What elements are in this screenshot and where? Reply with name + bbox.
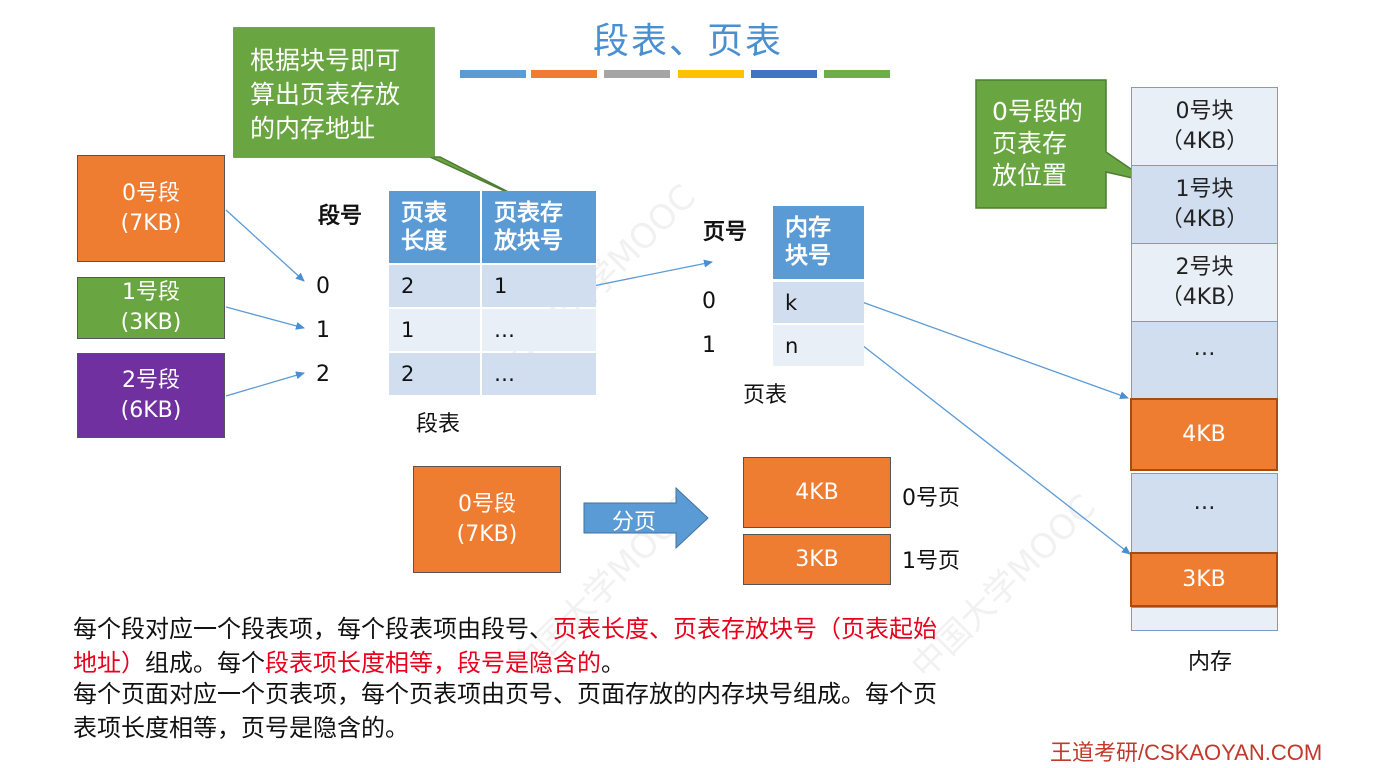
memory-block-2: 2号块（4KB） [1131,243,1278,321]
page-number-label: 页号 [703,220,748,245]
color-bar [604,70,670,78]
page-table-cell: k [773,282,864,323]
page-index-1: 1 [702,333,716,358]
segment-2: 2号段(6KB) [77,353,225,438]
segment-0: 0号段(7KB) [77,155,225,262]
footer-brand: 王道考研/CSKAOYAN.COM [1050,740,1323,765]
page-0-label: 0号页 [902,486,960,511]
description-paragraph-2: 每个页面对应一个页表项，每个页表项由页号、页面存放的内存块号组成。每个页 表项长… [73,680,937,742]
memory-caption: 内存 [1188,650,1233,675]
memory-tail [1131,607,1278,631]
memory-ellipsis-2: … [1131,473,1278,553]
color-bar [460,70,526,78]
color-bar [531,70,597,78]
segment-table-cell: 1 [389,309,480,351]
color-bar [751,70,817,78]
segment-index-2: 2 [316,362,330,387]
segment-index-0: 0 [316,274,330,299]
color-bar [824,70,890,78]
paging-arrow-label: 分页 [612,510,657,535]
segment-1: 1号段(3KB) [77,277,225,339]
paging-segment: 0号段(7KB) [413,466,561,573]
page-table-header: 内存块号 [773,206,864,279]
arrow-table-to-pagetable [587,259,713,288]
memory-page-1: 3KB [1130,552,1278,607]
arrow-seg2 [225,371,305,397]
page-0-block: 4KB [743,457,891,528]
memory-block-1: 1号块（4KB） [1131,165,1278,243]
segment-table-cell: 1 [482,265,596,307]
memory-block-0: 0号块（4KB） [1131,87,1278,165]
segment-index-1: 1 [316,318,330,343]
segment-table-cell: … [482,309,596,351]
paging-arrow-shape [583,486,709,550]
arrow-seg1 [225,306,305,330]
segment-number-label: 段号 [318,204,363,229]
segment-table-caption: 段表 [416,412,461,437]
page-table-caption: 页表 [743,383,788,408]
description-paragraph-1: 每个段对应一个段表项，每个段表项由段号、页表长度、页表存放块号（页表起始 地址）… [73,615,937,677]
memory-ellipsis-1: … [1131,321,1278,399]
page-1-block: 3KB [743,534,891,585]
page-index-0: 0 [702,289,716,314]
page-table-cell: n [773,325,864,366]
page-title: 段表、页表 [592,21,783,62]
segment-table-cell: 2 [389,265,480,307]
segment-table-header-block: 页表存放块号 [482,191,596,263]
callout-left-text: 根据块号即可 算出页表存放 的内存地址 [250,46,401,143]
memory-page-0: 4KB [1130,398,1278,471]
segment-table-cell: 2 [389,353,480,395]
arrow-seg0 [225,209,305,282]
arrow-page1-to-memory [861,344,1131,555]
segment-table-header-length: 页表长度 [389,191,480,263]
color-bar [678,70,744,78]
page-1-label: 1号页 [902,549,960,574]
arrow-page0-to-memory [861,301,1129,400]
segment-table-cell: … [482,353,596,395]
callout-right-bubble [975,79,1151,209]
callout-right-text: 0号段的 页表存 放位置 [992,97,1083,190]
